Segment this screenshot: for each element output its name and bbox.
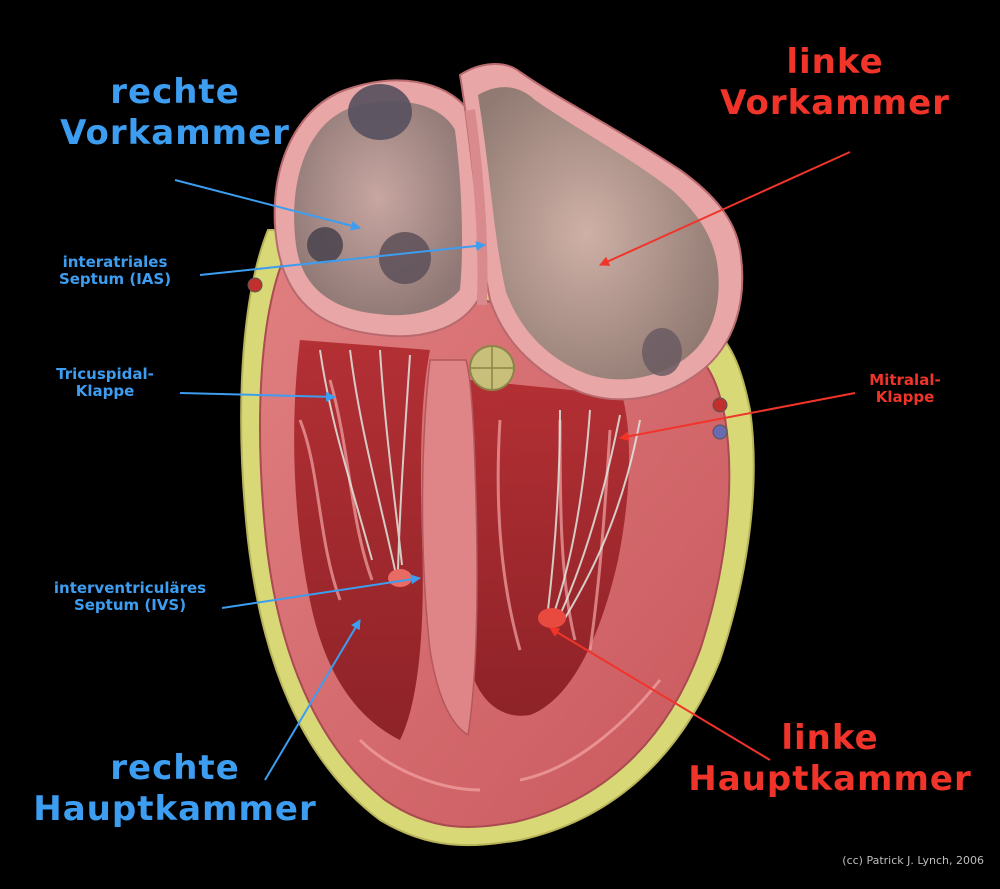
label-mitral: Mitralal- Klappe <box>820 371 990 407</box>
arrow-left-ventricle <box>549 627 771 761</box>
arrow-tricuspid <box>179 391 336 402</box>
interatrial-septum <box>465 109 488 306</box>
vessel-2 <box>712 397 728 413</box>
label-right-ventricle: rechte Hauptkammer <box>10 748 340 830</box>
left-atrium-chamber <box>478 87 719 380</box>
label-ivs-line2: Septum (IVS) <box>73 596 187 615</box>
arrow-right-ventricle <box>264 619 361 781</box>
mitral-chordae <box>547 409 641 619</box>
arrow-left-atrium <box>599 151 851 266</box>
label-ivs: interventriculäres Septum (IVS) <box>25 579 235 615</box>
inferior-vena-cava-opening <box>379 232 431 284</box>
superior-vena-cava-opening <box>348 84 412 140</box>
label-right-ventricle-line2: Hauptkammer <box>33 788 317 829</box>
label-left-atrium: linke Vorkammer <box>700 42 970 124</box>
arrow-mitral <box>619 392 856 442</box>
label-tricuspid-line1: Tricuspidal- <box>56 365 154 383</box>
label-left-atrium-line2: Vorkammer <box>720 82 950 123</box>
vessel-3 <box>712 424 728 440</box>
label-left-ventricle-line1: linke <box>781 718 879 758</box>
label-mitral-line1: Mitralal- <box>869 371 941 389</box>
label-tricuspid: Tricuspidal- Klappe <box>15 365 195 401</box>
papillary-muscle-right <box>388 569 412 587</box>
label-ias-line2: Septum (IAS) <box>58 270 172 289</box>
label-ias: interatriales Septum (IAS) <box>25 253 205 289</box>
label-mitral-line2: Klappe <box>875 388 935 407</box>
label-ivs-line1: interventriculäres <box>53 579 207 597</box>
label-right-atrium-line2: Vorkammer <box>60 112 290 153</box>
label-arrows <box>174 151 856 781</box>
right-ventricle-cavity <box>294 340 430 740</box>
label-right-atrium-line1: rechte <box>110 72 240 112</box>
tricuspid-chordae <box>319 349 411 571</box>
label-left-atrium-line1: linke <box>786 42 884 82</box>
arrow-right-atrium <box>174 179 361 231</box>
label-right-atrium: rechte Vorkammer <box>45 72 305 154</box>
pulmonary-vein-opening <box>642 328 682 376</box>
aortic-valve-cusps <box>470 346 514 390</box>
label-left-ventricle: linke Hauptkammer <box>670 718 990 800</box>
coronary-sinus-opening <box>307 227 343 263</box>
credit-text: (cc) Patrick J. Lynch, 2006 <box>842 854 984 867</box>
papillary-muscle-left <box>538 608 566 628</box>
label-left-ventricle-line2: Hauptkammer <box>688 758 972 799</box>
arrow-ias <box>199 240 486 276</box>
vessel-1 <box>247 277 263 293</box>
label-right-ventricle-line1: rechte <box>110 748 240 788</box>
left-ventricle-cavity <box>459 380 630 716</box>
label-ias-line1: interatriales <box>62 253 168 271</box>
arrow-ivs <box>221 574 421 609</box>
ivs-wall <box>421 359 478 737</box>
label-tricuspid-line2: Klappe <box>75 382 135 401</box>
